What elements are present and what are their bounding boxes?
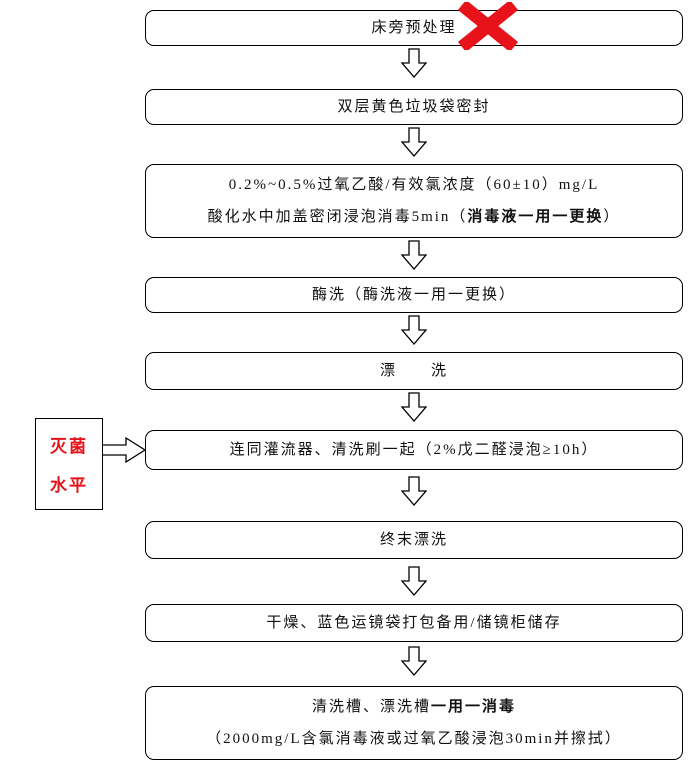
step-text-line1: 清洗槽、漂洗槽一用一消毒 xyxy=(312,691,516,723)
down-arrow-icon xyxy=(401,48,427,78)
side-label-line2: 水平 xyxy=(50,475,88,495)
step-text-bold: 一用一消毒 xyxy=(431,699,517,715)
step-text-line2: （2000mg/L含氯消毒液或过氧乙酸浸泡30min并擦拭） xyxy=(206,731,622,747)
flow-step-enzyme-wash: 酶洗（酶洗液一用一更换） xyxy=(145,277,683,313)
red-x-mark-icon xyxy=(457,2,519,50)
step-text-end: ） xyxy=(603,209,621,225)
flow-step-bedside-pretreatment: 床旁预处理 xyxy=(145,10,683,46)
step-text: 酶洗（酶洗液一用一更换） xyxy=(311,287,516,303)
step-text: 连同灌流器、清洗刷一起（2%戊二醛浸泡≥10h） xyxy=(229,442,599,458)
down-arrow-icon xyxy=(401,566,427,596)
down-arrow-icon xyxy=(401,127,427,157)
step-text-bold: 消毒液一用一更换 xyxy=(467,209,604,225)
step-text: 床旁预处理 xyxy=(371,20,457,36)
down-arrow-icon xyxy=(401,240,427,270)
step-text-normal: 酸化水中加盖密闭浸泡消毒5min（ xyxy=(207,209,468,225)
flow-step-rinse: 漂 洗 xyxy=(145,352,683,390)
flow-step-final-rinse: 终末漂洗 xyxy=(145,521,683,559)
right-arrow-icon xyxy=(101,437,146,463)
down-arrow-icon xyxy=(401,476,427,506)
step-text-normal: 清洗槽、漂洗槽 xyxy=(311,699,431,715)
down-arrow-icon xyxy=(401,315,427,345)
flow-step-double-yellow-bag-seal: 双层黄色垃圾袋密封 xyxy=(145,89,683,125)
step-text: 双层黄色垃圾袋密封 xyxy=(337,99,491,115)
step-text: 漂 洗 xyxy=(379,363,448,379)
step-text: 终末漂洗 xyxy=(379,532,448,548)
down-arrow-icon xyxy=(401,646,427,676)
step-text-line2: 酸化水中加盖密闭浸泡消毒5min（消毒液一用一更换） xyxy=(208,201,621,233)
flow-step-peracetic-acid-soak-disinfect: 0.2%~0.5%过氧乙酸/有效氯浓度（60±10）mg/L 酸化水中加盖密闭浸… xyxy=(145,164,683,238)
flow-step-glutaraldehyde-soak: 连同灌流器、清洗刷一起（2%戊二醛浸泡≥10h） xyxy=(145,430,683,470)
sterilization-level-label: 灭菌 水平 xyxy=(35,418,103,510)
flow-step-dry-and-store: 干燥、蓝色运镜袋打包备用/储镜柜储存 xyxy=(145,604,683,642)
step-text-line1: 0.2%~0.5%过氧乙酸/有效氯浓度（60±10）mg/L xyxy=(228,177,600,193)
flow-step-sink-disinfection: 清洗槽、漂洗槽一用一消毒 （2000mg/L含氯消毒液或过氧乙酸浸泡30min并… xyxy=(145,686,683,760)
side-label-line1: 灭菌 xyxy=(50,437,88,457)
down-arrow-icon xyxy=(401,392,427,422)
step-text: 干燥、蓝色运镜袋打包备用/储镜柜储存 xyxy=(266,615,562,631)
